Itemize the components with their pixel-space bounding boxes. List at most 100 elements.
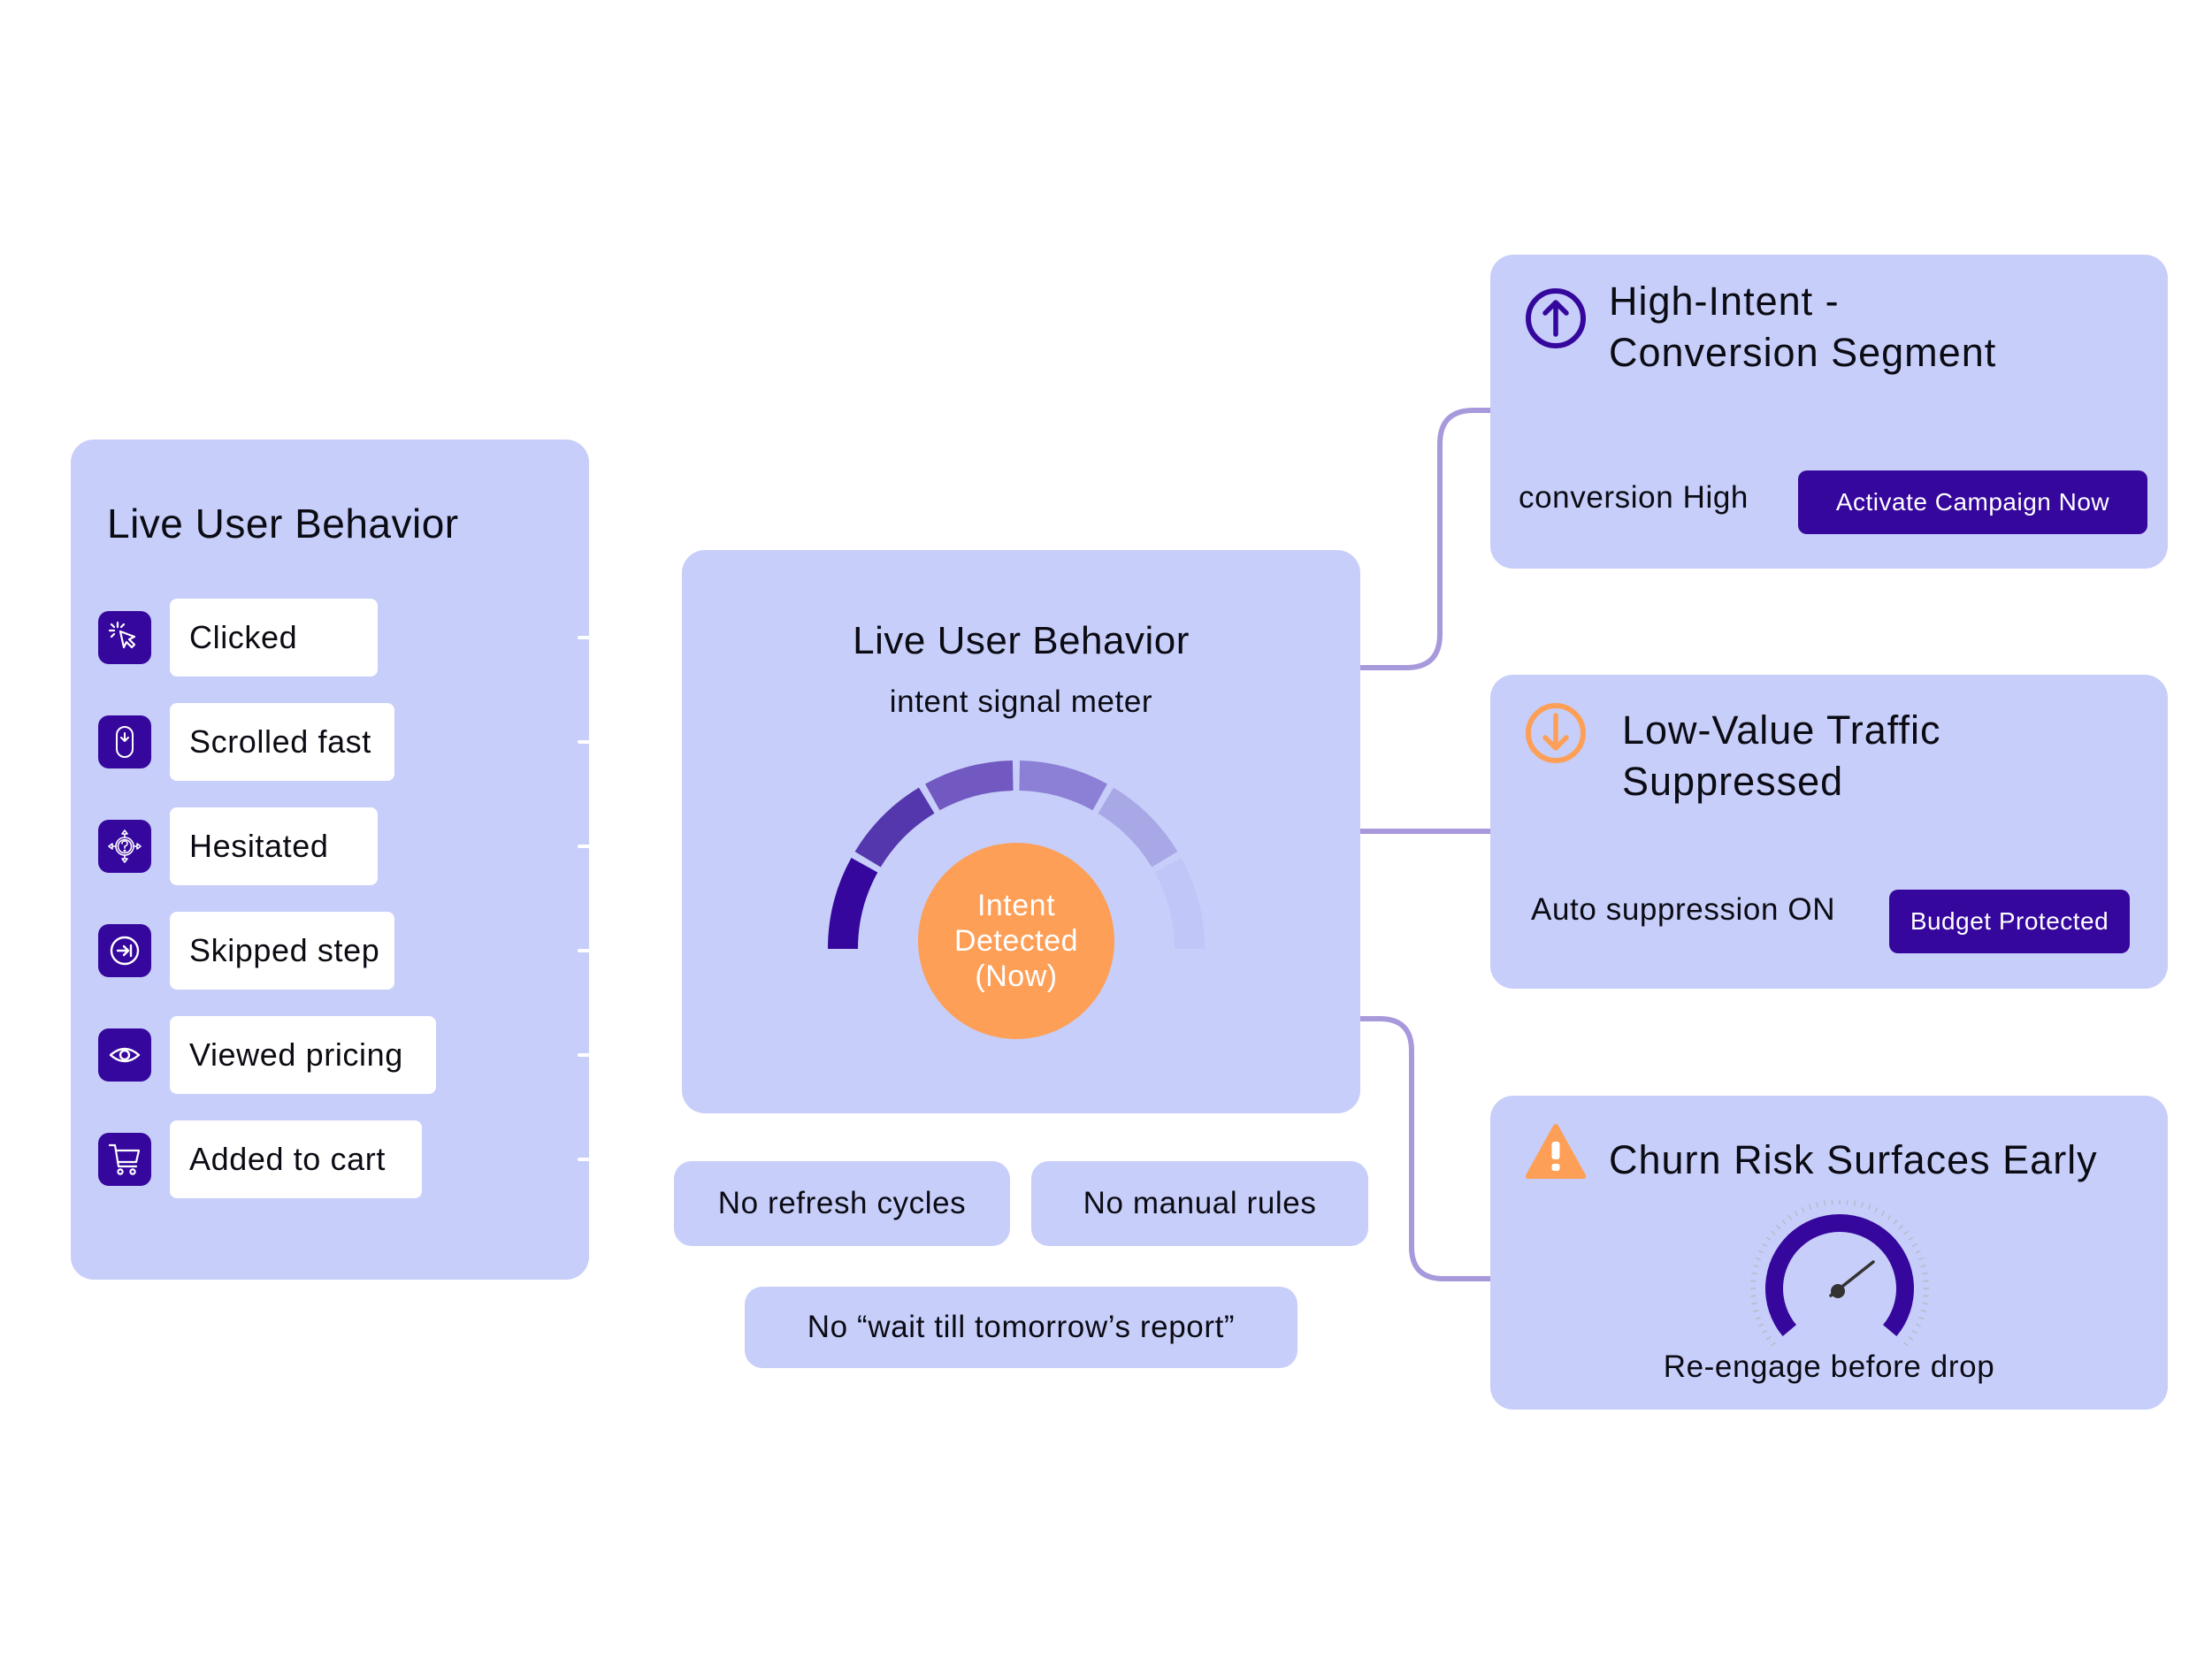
card-title: Low-Value Traffic Suppressed <box>1622 705 1941 807</box>
meter-segment <box>828 858 878 949</box>
tag-label: No refresh cycles <box>717 1186 967 1220</box>
tag-no-manual-rules: No manual rules <box>1031 1161 1368 1246</box>
gauge-tick <box>1867 1204 1871 1210</box>
gauge-tick <box>1915 1323 1921 1327</box>
gauge-tick <box>1808 1204 1812 1210</box>
gauge-tick <box>1831 1200 1833 1205</box>
arrow-right-icon <box>578 831 616 861</box>
gauge-tick <box>1787 1214 1793 1220</box>
budget-protected-button[interactable]: Budget Protected <box>1889 890 2130 953</box>
intent-meter-gauge <box>828 761 1205 949</box>
behavior-label: Skipped step <box>170 912 394 990</box>
gauge-tick <box>1846 1200 1848 1205</box>
arrow-right-icon <box>578 623 616 653</box>
behavior-label: Scrolled fast <box>170 703 394 781</box>
arrow-right-icon <box>578 1040 616 1070</box>
gauge-hub <box>1831 1284 1845 1298</box>
connector-to-high-intent <box>1360 408 1491 670</box>
warning-triangle-icon <box>1525 1124 1587 1179</box>
connector-to-churn <box>1360 1016 1491 1281</box>
gauge-tick <box>1794 1211 1799 1217</box>
tag-no-refresh-cycles: No refresh cycles <box>674 1161 1010 1246</box>
shopping-cart-icon <box>98 1133 151 1186</box>
gauge-arc <box>1765 1214 1914 1336</box>
gauge-tick <box>1801 1207 1805 1213</box>
behavior-item-skipped-step[interactable]: Skipped step <box>98 912 616 990</box>
intent-detected-badge: Intent Detected (Now) <box>918 843 1114 1039</box>
gauge-tick <box>1765 1236 1772 1242</box>
gauge-tick <box>1922 1302 1928 1305</box>
gauge-tick <box>1771 1230 1776 1235</box>
gauge-tick <box>1880 1211 1886 1217</box>
gauge-tick <box>1915 1250 1921 1254</box>
gauge-tick <box>1823 1200 1826 1206</box>
badge-line: Intent <box>976 889 1056 922</box>
behavior-item-viewed-pricing[interactable]: Viewed pricing <box>98 1016 616 1094</box>
gauge-tick <box>1918 1257 1925 1261</box>
arrow-down-circle-icon <box>1526 703 1586 763</box>
gauge-tick <box>1762 1242 1768 1248</box>
arrow-right-icon <box>578 1144 616 1174</box>
gauge-tick <box>1874 1207 1879 1213</box>
suppression-status-label: Auto suppression ON <box>1531 892 1836 927</box>
card-title: High-Intent - Conversion Segment <box>1609 276 1996 378</box>
gauge-tick <box>1918 1316 1925 1320</box>
question-directions-icon <box>98 820 151 873</box>
gauge-tick <box>1893 1219 1898 1225</box>
title-line: High-Intent - <box>1609 279 1840 324</box>
gauge-tick <box>1911 1242 1917 1248</box>
meter-segment <box>1019 761 1107 811</box>
behavior-item-added-to-cart[interactable]: Added to cart <box>98 1120 616 1198</box>
arrow-up-circle-icon <box>1526 288 1586 348</box>
gauge-tick <box>1765 1335 1772 1341</box>
gauge-tick <box>1898 1225 1903 1230</box>
gauge-tick <box>1762 1329 1768 1334</box>
behavior-item-hesitated[interactable]: Hesitated <box>98 807 616 885</box>
gauge-tick <box>1771 1342 1776 1347</box>
eye-icon <box>98 1028 151 1082</box>
churn-caption: Re-engage before drop <box>1663 1349 1995 1384</box>
gauge-tick <box>1755 1316 1761 1320</box>
arrow-right-icon <box>578 727 616 757</box>
behavior-label: Viewed pricing <box>170 1016 436 1094</box>
title-line: Low-Value Traffic <box>1622 707 1941 753</box>
title-line: Conversion Segment <box>1609 330 1997 375</box>
intent-signal-meter-card: Live User Behavior intent signal meter I… <box>682 550 1360 1113</box>
tag-no-wait-report: No “wait till tomorrow’s report” <box>745 1287 1297 1368</box>
badge-line: Detected <box>953 924 1079 958</box>
live-user-behavior-panel: Live User Behavior Clicked Scrolled fast <box>71 440 616 1280</box>
card-title: Live User Behavior <box>853 619 1190 662</box>
behavior-item-scrolled-fast[interactable]: Scrolled fast <box>98 703 616 781</box>
badge-line: (Now) <box>975 959 1058 993</box>
tag-label: No manual rules <box>1083 1186 1317 1220</box>
gauge-tick <box>1908 1236 1914 1242</box>
gauge-tick <box>1903 1342 1909 1347</box>
panel-title: Live User Behavior <box>107 501 459 547</box>
tag-label: No “wait till tomorrow’s report” <box>807 1310 1236 1344</box>
gauge-tick <box>1920 1265 1926 1268</box>
meter-segment <box>1154 858 1205 949</box>
gauge-tick <box>1816 1202 1819 1208</box>
activate-campaign-button[interactable]: Activate Campaign Now <box>1798 470 2147 534</box>
gauge-tick <box>1776 1225 1781 1230</box>
gauge-tick <box>1758 1323 1764 1327</box>
gauge-tick <box>1903 1230 1909 1235</box>
high-intent-segment-card: High-Intent - Conversion Segment convers… <box>1490 255 2168 569</box>
gauge-tick <box>1911 1329 1917 1334</box>
mouse-scroll-icon <box>98 715 151 768</box>
conversion-status-label: conversion High <box>1519 480 1749 515</box>
meter-segment <box>854 787 935 868</box>
gauge-tick <box>1758 1250 1764 1254</box>
churn-risk-card: Churn Risk Surfaces Early Re-engage befo… <box>1490 1096 2168 1410</box>
skip-forward-icon <box>98 924 151 977</box>
behavior-label: Added to cart <box>170 1120 422 1198</box>
meter-segment <box>925 761 1014 811</box>
cursor-click-icon <box>98 611 151 664</box>
gauge-tick <box>1755 1257 1761 1261</box>
behavior-item-clicked[interactable]: Clicked <box>98 599 616 677</box>
title-line: Suppressed <box>1622 759 1844 804</box>
gauge-tick <box>1887 1214 1892 1220</box>
meter-segment <box>1098 787 1178 868</box>
gauge-tick <box>1753 1309 1759 1312</box>
low-value-traffic-card: Low-Value Traffic Suppressed Auto suppre… <box>1490 675 2168 989</box>
